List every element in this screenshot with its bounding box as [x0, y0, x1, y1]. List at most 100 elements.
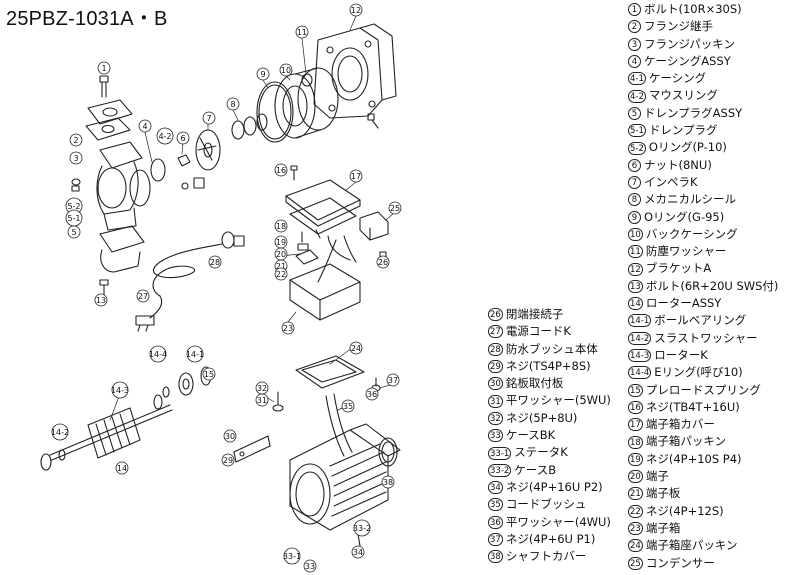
o-ring-9: [256, 81, 294, 143]
part-number: 19: [628, 452, 643, 466]
part-name: ケースBK: [505, 428, 556, 443]
part-name: コードブッシュ: [505, 497, 587, 512]
nut-6: [177, 154, 191, 167]
callout-number: 12: [351, 6, 361, 15]
nameplate-bracket: [233, 435, 271, 463]
part-number: 6: [628, 158, 641, 172]
callout-19: 19: [274, 235, 288, 249]
part-name: ネジ(4P+10S P4): [645, 451, 742, 466]
part-number: 22: [628, 504, 643, 518]
part-name: 端子箱カバー: [645, 417, 715, 432]
part-number: 17: [628, 418, 643, 432]
part-name: 電源コードK: [505, 324, 571, 339]
callout-33-1: 33-1: [283, 547, 301, 565]
part-name: ドレンプラグ: [648, 123, 718, 138]
callout-14-3: 14-3: [111, 381, 129, 399]
part-number: 4-1: [628, 72, 646, 86]
callout-number: 16: [276, 166, 286, 175]
part-number: 9: [628, 210, 641, 224]
callout-number: 27: [138, 292, 148, 301]
waterproof-bushing: [221, 231, 245, 249]
part-number: 21: [628, 487, 643, 501]
callout-33-2: 33-2: [353, 519, 371, 537]
part-name: 平ワッシャー(5WU): [505, 393, 611, 408]
callout-number: 20: [276, 250, 286, 259]
part-number: 12: [628, 262, 643, 276]
callout-10: 10: [279, 63, 293, 77]
callout-number: 32: [257, 384, 267, 393]
callout-4: 4: [138, 119, 152, 133]
washer-screw-31-32: [272, 391, 284, 412]
part-name: 端子: [645, 469, 669, 484]
part-name: ブラケットA: [645, 261, 712, 276]
flange-joint: [87, 99, 133, 125]
part-name: ネジ(TB4T+16U): [645, 399, 740, 414]
terminal-box: [289, 235, 361, 321]
callout-number: 5: [71, 228, 76, 237]
part-number: 33: [488, 429, 503, 443]
part-name: ネジ(TS4P+8S): [505, 358, 591, 373]
callout-17: 17: [349, 169, 363, 183]
terminal-parts: [295, 229, 321, 265]
part-name: フランジパッキン: [644, 36, 735, 51]
callout-number: 18: [276, 222, 286, 231]
callout-number: 11: [297, 28, 307, 37]
part-name: 閉端接続子: [505, 307, 564, 321]
part-number: 23: [628, 522, 643, 536]
part-number: 5-1: [628, 124, 646, 138]
callout-number: 14-4: [149, 350, 167, 359]
part-name: ドレンプラグASSY: [644, 105, 743, 120]
part-number: 36: [488, 515, 503, 529]
callout-31: 31: [255, 393, 269, 407]
dust-washer: [301, 73, 313, 87]
mouth-ring: [150, 158, 166, 182]
drain-plug-assembly: [71, 177, 205, 192]
callout-number: 2: [73, 136, 78, 145]
part-number: 29: [488, 360, 503, 374]
part-number: 25: [628, 556, 643, 570]
part-name: 端子板: [645, 486, 681, 501]
callout-number: 21: [276, 262, 286, 271]
part-number: 16: [628, 400, 643, 414]
callout-26: 26: [376, 255, 390, 269]
callout-number: 15: [204, 370, 214, 379]
bolt-13: [367, 113, 379, 129]
callout-number: 5-2: [67, 202, 80, 211]
terminal-box-seat-packing: [295, 355, 365, 389]
callout-number: 31: [257, 396, 267, 405]
part-number: 14-2: [628, 331, 652, 345]
callout-number: 28: [210, 258, 220, 267]
callout-number: 14-1: [186, 350, 204, 359]
callout-37: 37: [386, 373, 400, 387]
callout-22: 22: [274, 267, 288, 281]
callout-14-1: 14-1: [186, 345, 204, 363]
callout-number: 35: [343, 402, 353, 411]
part-number: 8: [628, 193, 641, 207]
callout-labels: 121110987644-21235-25-151316171825262827…: [51, 3, 402, 573]
callout-7: 7: [202, 111, 216, 125]
part-number: 33-1: [488, 446, 512, 460]
